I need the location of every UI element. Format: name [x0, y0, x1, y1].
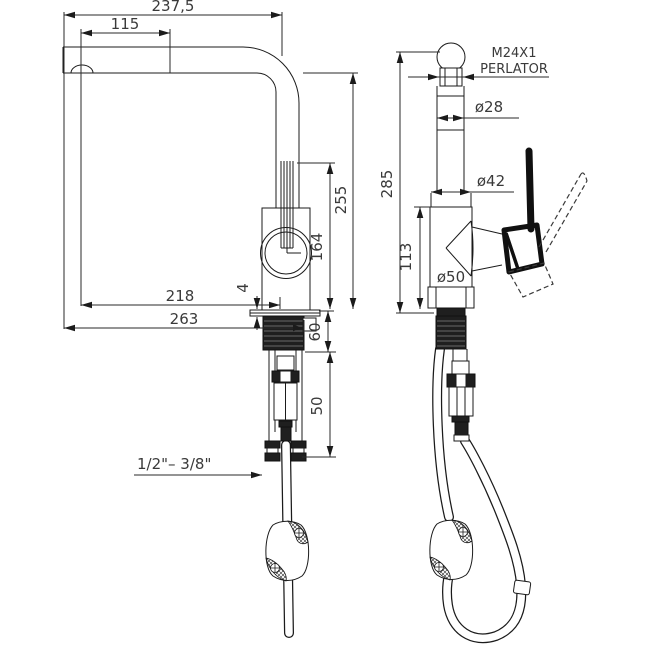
- dimension-body-diameter: ø42: [431, 172, 514, 196]
- spout-outlet-front: [436, 42, 466, 87]
- thread-label: M24X1: [492, 46, 537, 61]
- hose-coupling: [513, 579, 532, 596]
- faucet-body-front: [427, 193, 503, 317]
- hose-weight-right: [429, 519, 474, 581]
- dimension-fitting-length: 50: [302, 352, 336, 458]
- dimension-spout-height: 255: [303, 72, 358, 309]
- left-view: 237,5 115 255 164 218: [62, 0, 358, 638]
- dim-label-spout-height: 255: [332, 186, 350, 215]
- base-gasket: [436, 307, 466, 317]
- dimension-spout-tube-diameter: ø28: [437, 98, 519, 122]
- connection-size-label: 1/2"– 3/8": [137, 455, 211, 473]
- dim-label-body-diameter: ø42: [477, 172, 505, 190]
- mounting-shank-right: [435, 315, 467, 350]
- hose-weight-left: [265, 520, 310, 582]
- dim-label-spout-reach-total: 237,5: [152, 0, 195, 15]
- dim-label-base-diameter: ø50: [437, 268, 465, 286]
- supply-nut-left: [264, 440, 281, 449]
- dim-label-aerator-offset: 115: [111, 15, 140, 33]
- connection-size-callout: 1/2"– 3/8": [134, 455, 262, 479]
- cartridge-circle: [264, 231, 308, 275]
- dimension-base-diameter: ø50: [437, 268, 465, 286]
- dimension-shank-length: 60: [305, 310, 336, 353]
- dim-label-body-height: 113: [397, 243, 415, 272]
- spout: [62, 46, 300, 208]
- pullout-hose-right: [432, 344, 532, 644]
- aerator-label: PERLATOR: [480, 62, 548, 77]
- dim-label-reach-to-axis: 218: [166, 287, 195, 305]
- dimension-reach-to-axis: 218: [81, 287, 281, 309]
- dimension-base-plate-thickness: 4: [234, 283, 261, 330]
- supply-fittings-left: [264, 350, 307, 462]
- dimensions-right: M24X1 PERLATOR ø28 ø42 ø50: [378, 46, 549, 314]
- spout-tube-front: [436, 86, 465, 193]
- handle-arc: [260, 227, 312, 279]
- dim-label-hose-outlet-height: 164: [308, 233, 326, 262]
- aerator-outlet: [70, 64, 94, 74]
- dimension-aerator-offset: 115: [80, 15, 171, 306]
- supply-fittings-right: [446, 349, 476, 442]
- lever-handle-alt-position: [508, 172, 588, 298]
- dimension-overall-height: 285: [378, 51, 440, 314]
- dimensions-left: 237,5 115 255 164 218: [63, 0, 358, 479]
- thread-aerator-callout: M24X1 PERLATOR: [408, 46, 549, 81]
- dimension-hose-outlet-height: 164: [297, 162, 335, 309]
- dimension-spout-reach-total: 237,5: [63, 0, 283, 329]
- lever-handle: [501, 147, 545, 275]
- spout-tip-circle: [436, 42, 466, 72]
- dim-label-overall-height: 285: [378, 170, 396, 199]
- dimension-body-height: 113: [397, 206, 431, 309]
- right-view: M24X1 PERLATOR ø28 ø42 ø50: [378, 42, 588, 644]
- supply-nut-right: [290, 440, 307, 449]
- dimension-overall-depth: 263: [64, 310, 305, 332]
- dim-label-overall-depth: 263: [170, 310, 199, 328]
- spray-holder-wedge: [445, 220, 474, 277]
- base-flange: [427, 286, 475, 309]
- dim-label-base-plate-thickness: 4: [234, 283, 252, 293]
- dim-label-spout-tube-diameter: ø28: [475, 98, 503, 116]
- dim-label-shank-length: 60: [306, 322, 324, 341]
- dim-label-fitting-length: 50: [308, 396, 326, 415]
